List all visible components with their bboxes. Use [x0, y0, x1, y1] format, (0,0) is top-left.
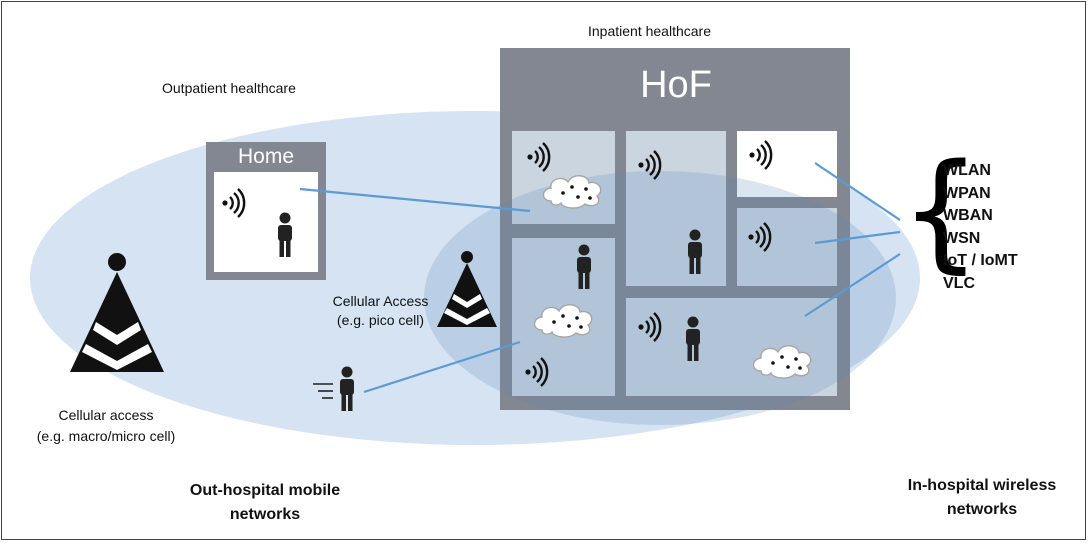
in-hospital-line2: networks — [946, 501, 1018, 518]
out-hospital-line2: networks — [229, 506, 301, 523]
outpatient-label: Outpatient healthcare — [162, 80, 296, 96]
in-hospital-label: In-hospital wireless networks — [882, 474, 1082, 522]
hof-title: HoF — [640, 64, 712, 106]
room-1 — [512, 131, 615, 224]
wireless-network-list: WLAN WPAN WBAN WSN IoT / IoMT VLC — [943, 160, 1018, 295]
cellular-macro-line2: (e.g. macro/micro cell) — [36, 428, 176, 444]
cellular-pico-line1: Cellular Access — [332, 293, 429, 309]
cell-tower-icon — [70, 253, 164, 372]
room-2 — [626, 131, 726, 286]
inner-coverage-ellipse — [424, 171, 896, 425]
network-item: WLAN — [943, 162, 991, 179]
home-room — [214, 172, 318, 272]
cellular-macro-line1: Cellular access — [58, 407, 154, 423]
cell-tower-icon — [437, 251, 497, 327]
network-item: IoT / IoMT — [943, 252, 1018, 269]
out-hospital-label: Out-hospital mobile networks — [160, 479, 370, 527]
inpatient-label: Inpatient healthcare — [588, 23, 711, 39]
network-item: WSN — [943, 229, 981, 247]
in-hospital-line1: In-hospital wireless — [907, 477, 1057, 494]
network-item: WPAN — [943, 184, 991, 202]
connection-links — [299, 162, 901, 394]
room-6 — [626, 298, 837, 396]
cellular-pico-label: Cellular Access (e.g. pico cell) — [318, 292, 443, 330]
out-hospital-line1: Out-hospital mobile — [189, 482, 341, 499]
network-item: WBAN — [943, 207, 993, 224]
curly-brace: { — [900, 137, 982, 286]
home-title: Home — [237, 145, 295, 168]
cellular-macro-label: Cellular access (e.g. macro/micro cell) — [16, 405, 196, 447]
cellular-pico-line2: (e.g. pico cell) — [336, 312, 425, 328]
room-3 — [737, 131, 837, 197]
motion-lines — [313, 383, 333, 399]
room-4 — [737, 208, 837, 286]
network-item: VLC — [943, 274, 975, 292]
